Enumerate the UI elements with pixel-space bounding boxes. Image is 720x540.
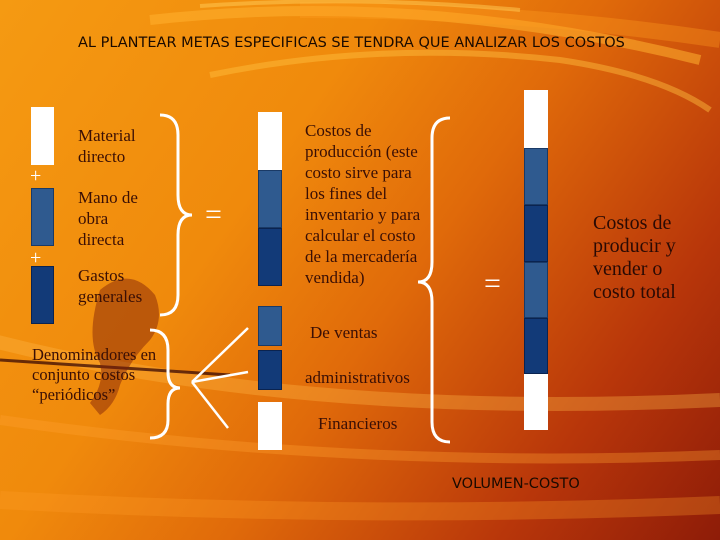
bar-financieros xyxy=(258,402,282,450)
plus-sign-1: + xyxy=(30,165,42,187)
label-gastos-generales: Gastos generales xyxy=(78,266,143,306)
label-denominadores: Denominadores en conjunto costos “periód… xyxy=(32,345,157,404)
label-material-directo: Material directo xyxy=(78,126,136,166)
equals-sign-1: = xyxy=(205,198,222,231)
slide-title: AL PLANTEAR METAS ESPECIFICAS SE TENDRA … xyxy=(78,35,625,51)
arrow-upper xyxy=(191,327,249,383)
equals-sign-2: = xyxy=(484,267,501,300)
bar-mid-blue-2 xyxy=(258,228,282,286)
plus-sign-2: + xyxy=(30,247,42,269)
brace-right-inputs xyxy=(159,113,193,317)
label-financieros: Financieros xyxy=(318,414,398,433)
bar-gastos-generales xyxy=(31,266,54,324)
label-costos-produccion: Costos de producción (este costo sirve p… xyxy=(305,121,421,287)
label-costo-total: Costos de producir y vender o costo tota… xyxy=(593,212,676,303)
bar-total-blue-4 xyxy=(524,318,548,374)
arrow-middle xyxy=(191,370,249,384)
bar-mano-de-obra xyxy=(31,188,54,246)
label-mano-de-obra: Mano de obra directa xyxy=(78,188,138,249)
bar-mid-white xyxy=(258,112,282,170)
brace-right-denominadores xyxy=(149,328,181,440)
bar-total-white-bottom xyxy=(524,374,548,430)
brace-left-production xyxy=(417,116,451,444)
bar-total-blue-1 xyxy=(524,148,548,205)
label-de-ventas: De ventas xyxy=(310,323,378,342)
label-administrativos: administrativos xyxy=(305,368,410,387)
footer-volumen-costo: VOLUMEN-COSTO xyxy=(452,476,580,492)
bar-material-directo xyxy=(31,107,54,165)
bar-total-blue-3 xyxy=(524,262,548,318)
arrow-lower xyxy=(191,381,229,429)
bar-administrativos xyxy=(258,350,282,390)
bar-total-blue-2 xyxy=(524,205,548,262)
bar-mid-blue-1 xyxy=(258,170,282,228)
bar-total-white-top xyxy=(524,90,548,148)
bar-ventas xyxy=(258,306,282,346)
